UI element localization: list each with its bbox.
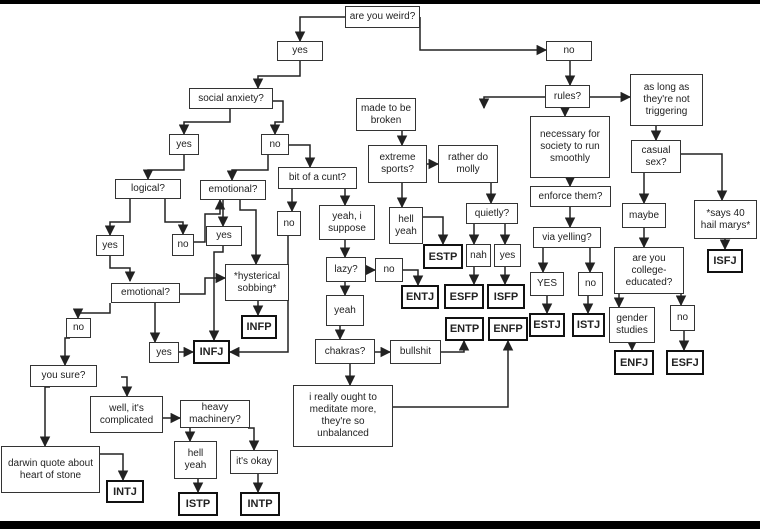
edge-social-no (269, 100, 284, 136)
edge-darwin-intj (100, 453, 129, 482)
edge-social-yes (178, 109, 231, 136)
node-hail-marys: *says 40 hail marys* (694, 200, 757, 239)
node-logical: logical? (115, 179, 181, 199)
node-bit-no: no (277, 211, 301, 236)
node-quietly: quietly? (466, 203, 518, 224)
node-emo-mid-yes: yes (149, 342, 179, 363)
node-made-broken: made to be broken (356, 98, 416, 131)
node-lazy: lazy? (326, 257, 366, 282)
edge-sayes-logical (142, 155, 185, 181)
node-estp: ESTP (423, 244, 463, 269)
edge-heavy-ok (248, 427, 260, 452)
edge-hell-estp (413, 216, 449, 246)
node-infp: INFP (241, 315, 277, 339)
edge-no-yousure (59, 337, 71, 367)
node-meditate: i really ought to meditate more, they're… (293, 385, 393, 447)
node-necessary: necessary for society to run smoothly (530, 116, 610, 178)
node-its-okay: it's okay (230, 450, 278, 474)
node-emo-yes: yes (206, 226, 242, 246)
node-quiet-yes: yes (494, 244, 521, 267)
node-hell-yeah-left: hell yeah (174, 441, 217, 479)
node-entj: ENTJ (401, 285, 439, 309)
node-yeah-suppose: yeah, i suppose (319, 205, 375, 240)
edge-med-enfp (393, 339, 514, 408)
edge-sano-bit (284, 144, 316, 169)
node-casual-sex: casual sex? (631, 140, 681, 173)
node-enfp: ENFP (488, 317, 528, 341)
node-you-sure: you sure? (30, 365, 97, 387)
node-complicated: well, it's complicated (90, 396, 163, 433)
node-rules: rules? (545, 85, 590, 108)
node-enfj: ENFJ (614, 350, 654, 375)
node-yes-top: yes (277, 41, 323, 61)
node-isfp: ISFP (487, 284, 525, 309)
edge-weird-no (419, 17, 548, 56)
edge-logical-no (164, 199, 189, 236)
node-intp: INTP (240, 492, 280, 516)
node-yell-yes: YES (530, 272, 564, 296)
edge-yes-infj (208, 246, 224, 342)
node-logical-yes: yes (96, 235, 124, 256)
node-sa-no: no (261, 134, 289, 155)
node-istp: ISTP (178, 492, 218, 516)
edge-emomid-no (72, 303, 111, 320)
node-darwin: darwin quote about heart of stone (1, 446, 100, 493)
edge-no-emo (194, 198, 226, 243)
node-sa-yes: yes (169, 134, 199, 155)
node-bullshit: bullshit (390, 340, 441, 364)
edge-rules-made (478, 96, 545, 110)
edge-logical-yes (104, 199, 131, 237)
edge-yousure-darwin (39, 386, 51, 448)
edge-lyes-emomid (109, 256, 136, 283)
node-college-no: no (670, 305, 695, 331)
node-via-yelling: via yelling? (533, 227, 601, 248)
node-intj: INTJ (106, 480, 144, 503)
edge-emomid-hyst (180, 272, 227, 295)
node-infj: INFJ (193, 340, 230, 364)
top-border (0, 0, 760, 4)
node-emotional-mid: emotional? (111, 283, 180, 303)
edge-bull-entp (441, 339, 470, 353)
edge-emo-hyst (239, 199, 262, 266)
edge-casual-hail (681, 153, 728, 202)
node-gender-studies: gender studies (609, 307, 655, 343)
node-hell-yeah-mid: hell yeah (389, 207, 423, 244)
node-bit-of-a: bit of a cunt? (278, 167, 357, 189)
node-logical-no: no (172, 234, 194, 256)
edge-sano-emo (226, 155, 269, 182)
node-entp: ENTP (445, 317, 484, 341)
node-esfj: ESFJ (666, 350, 704, 375)
node-are-you-weird: are you weird? (345, 6, 420, 28)
node-hysterical: *hysterical sobbing* (225, 264, 289, 301)
node-chakras: chakras? (315, 339, 375, 364)
node-not-triggering: as long as they're not triggering (630, 74, 703, 126)
node-esfp: ESFP (444, 284, 484, 309)
node-enforce: enforce them? (530, 186, 611, 207)
node-istj: ISTJ (572, 313, 605, 337)
node-social-anxiety: social anxiety? (189, 88, 273, 109)
node-nah: nah (466, 244, 491, 267)
node-lazy-no: no (375, 258, 403, 282)
node-heavy-machinery: heavy machinery? (180, 400, 250, 428)
edge-yes-social (252, 61, 301, 90)
node-lazy-yeah: yeah (326, 295, 364, 326)
node-college: are you college-educated? (614, 247, 684, 294)
node-maybe: maybe (622, 203, 666, 228)
edge-yousure-compl (121, 376, 133, 398)
node-emotional-top: emotional? (200, 180, 266, 200)
node-extreme-sports: extreme sports? (368, 145, 427, 183)
edge-weird-yes (294, 16, 345, 43)
node-rather-molly: rather do molly (438, 145, 498, 183)
edge-lazyno-entj (403, 269, 424, 287)
node-emo-mid-no: no (66, 318, 91, 338)
node-estj: ESTJ (529, 313, 565, 337)
node-yell-no: no (578, 272, 603, 296)
node-no-top: no (546, 41, 592, 61)
bottom-border (0, 521, 760, 529)
node-isfj: ISFJ (707, 249, 743, 273)
